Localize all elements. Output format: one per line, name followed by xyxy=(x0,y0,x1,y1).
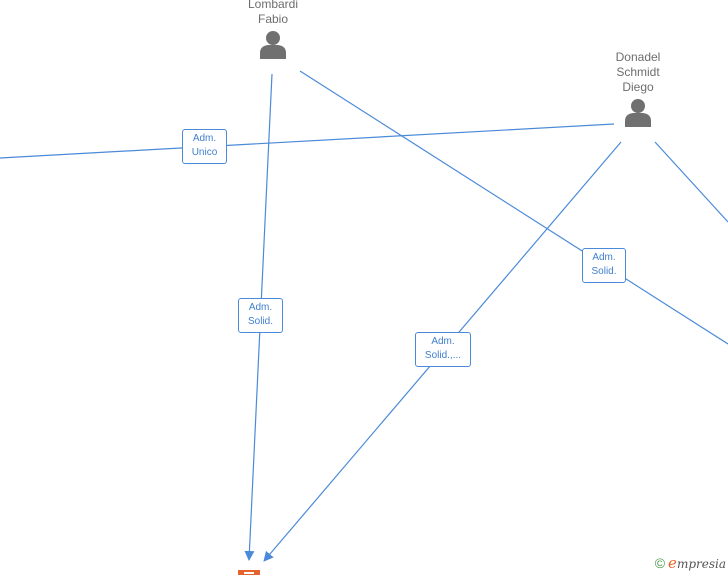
edge-label-adm-unico[interactable]: Adm. Unico xyxy=(182,129,227,164)
brand-logo: empresia xyxy=(668,554,726,572)
edge-lombardi-to-right xyxy=(299,70,728,345)
edge-left-to-donadel xyxy=(0,123,615,159)
edge-donadel-to-right xyxy=(654,141,728,223)
person-name: Donadel Schmidt Diego xyxy=(615,50,661,94)
edge-label-adm-solid-donadel[interactable]: Adm. Solid.,... xyxy=(415,332,471,367)
copyright-icon: © xyxy=(654,555,666,571)
person-icon xyxy=(625,99,651,127)
person-name: Lombardi Fabio xyxy=(247,0,299,26)
edge-label-adm-solid-lombardi[interactable]: Adm. Solid. xyxy=(238,298,283,333)
person-node-lombardi[interactable]: Lombardi Fabio xyxy=(232,0,314,59)
person-icon xyxy=(260,31,286,59)
company-icon[interactable] xyxy=(238,570,260,575)
person-node-donadel[interactable]: Donadel Schmidt Diego xyxy=(597,50,679,127)
watermark: ©empresia xyxy=(655,554,726,572)
edge-label-adm-solid-right[interactable]: Adm. Solid. xyxy=(582,248,626,283)
